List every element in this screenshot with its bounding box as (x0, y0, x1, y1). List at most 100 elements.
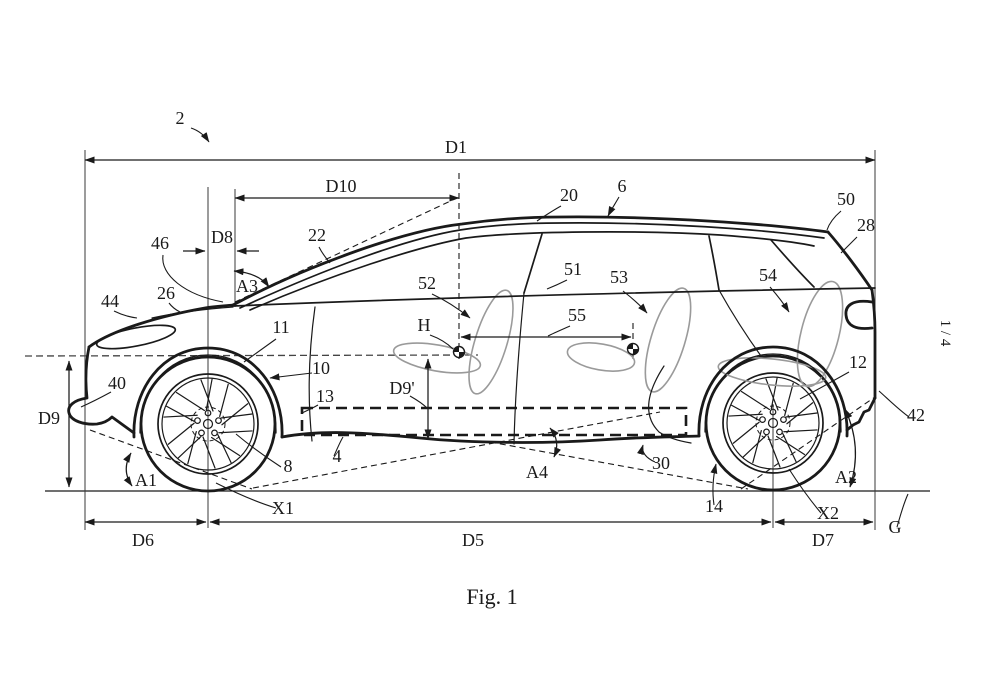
beltline (232, 287, 876, 307)
construction-lines (24, 150, 930, 530)
taillight-shape (844, 299, 874, 330)
leader-50 (826, 210, 842, 231)
figure-caption: Fig. 1 (466, 584, 517, 609)
label-2: 2 (176, 108, 185, 128)
angle-A4-arc (549, 427, 562, 458)
label-40: 40 (108, 373, 126, 393)
rear-face (870, 288, 877, 400)
leader-H (429, 334, 454, 350)
leader-20 (536, 205, 562, 222)
leader-44 (113, 310, 138, 319)
ramp-line-rear (489, 441, 749, 490)
headlight-shape (95, 324, 177, 350)
label-G: G (889, 517, 902, 537)
label-D9prime: D9' (389, 378, 414, 398)
reference-labels: 2 D1 D10 D8 46 22 A3 26 44 20 6 50 28 52… (38, 108, 925, 550)
label-D1: D1 (445, 137, 467, 157)
label-22: 22 (308, 225, 326, 245)
label-42: 42 (907, 405, 925, 425)
fender-top-line (151, 306, 234, 319)
leader-42 (878, 390, 910, 418)
label-X2: X2 (817, 503, 839, 523)
rear-pillar (826, 230, 874, 292)
rear-hpoint-marker (626, 342, 640, 356)
label-A4: A4 (526, 462, 548, 482)
label-20: 20 (560, 185, 578, 205)
leader-X1 (215, 482, 277, 509)
label-13: 13 (316, 386, 334, 406)
label-55: 55 (568, 305, 586, 325)
label-12: 12 (849, 352, 867, 372)
leader-6 (607, 196, 620, 217)
label-A1: A1 (135, 470, 157, 490)
label-53: 53 (610, 267, 628, 287)
leader-lines (80, 127, 910, 528)
label-A3: A3 (236, 276, 258, 296)
height-datum-line (24, 354, 479, 357)
label-30: 30 (652, 453, 670, 473)
leader-10 (269, 372, 313, 381)
label-X1: X1 (272, 498, 294, 518)
leader-12 (799, 371, 850, 400)
third-row-cushion (717, 357, 827, 387)
label-D5: D5 (462, 530, 484, 550)
rear-seat-cushion (566, 342, 636, 372)
label-54: 54 (759, 265, 777, 285)
leader-52 (431, 293, 471, 319)
c-pillar (708, 235, 720, 291)
sheet-number: 1 / 4 (937, 320, 953, 347)
front-seat-cushion (392, 342, 482, 374)
rocker-line (280, 431, 701, 444)
glass-top-line (249, 231, 815, 311)
label-52: 52 (418, 273, 436, 293)
front-seat-backrest (468, 289, 514, 395)
rear-wheel-arch (697, 345, 849, 438)
angle-A1-arc (123, 452, 133, 487)
b-pillar (523, 233, 543, 294)
label-H: H (418, 315, 431, 335)
leader-26 (168, 302, 181, 313)
car-body (67, 215, 877, 445)
front-arch-inner (139, 354, 277, 434)
leader-2 (190, 127, 210, 143)
leader-X2 (788, 468, 822, 514)
label-4: 4 (333, 446, 342, 466)
rear-arch-flare (648, 365, 692, 444)
label-D8: D8 (211, 227, 233, 247)
angle-A3-arc (233, 268, 270, 288)
front-wheel-arch (132, 346, 284, 439)
label-D7: D7 (812, 530, 834, 550)
label-44: 44 (101, 291, 119, 311)
leader-8 (235, 433, 282, 468)
rear-arch-inner (704, 353, 842, 433)
leader-46 (162, 254, 224, 303)
label-14: 14 (705, 496, 723, 516)
label-11: 11 (272, 317, 289, 337)
label-28: 28 (857, 215, 875, 235)
leader-51 (546, 279, 568, 290)
label-D9: D9 (38, 408, 60, 428)
leader-53 (622, 290, 648, 314)
leader-40 (80, 391, 112, 408)
third-row-backrest (796, 280, 844, 388)
rear-door-rear-seam (718, 289, 762, 357)
front-hpoint-marker (452, 345, 466, 359)
seats (392, 280, 844, 395)
windshield-roof-outer (231, 215, 830, 307)
label-D6: D6 (132, 530, 154, 550)
approach-angle-line (89, 429, 253, 490)
front-door-rear-seam (513, 292, 525, 445)
label-10: 10 (312, 358, 330, 378)
angle-A2-arc (844, 408, 857, 488)
leader-22 (318, 246, 331, 264)
rear-seat-backrest (644, 287, 692, 393)
leader-13 (301, 404, 319, 414)
leader-4 (333, 436, 344, 457)
leader-30 (637, 444, 656, 463)
label-A2: A2 (835, 467, 857, 487)
leader-55 (547, 325, 571, 337)
label-46: 46 (151, 233, 169, 253)
label-8: 8 (284, 456, 293, 476)
leader-28 (840, 236, 858, 254)
